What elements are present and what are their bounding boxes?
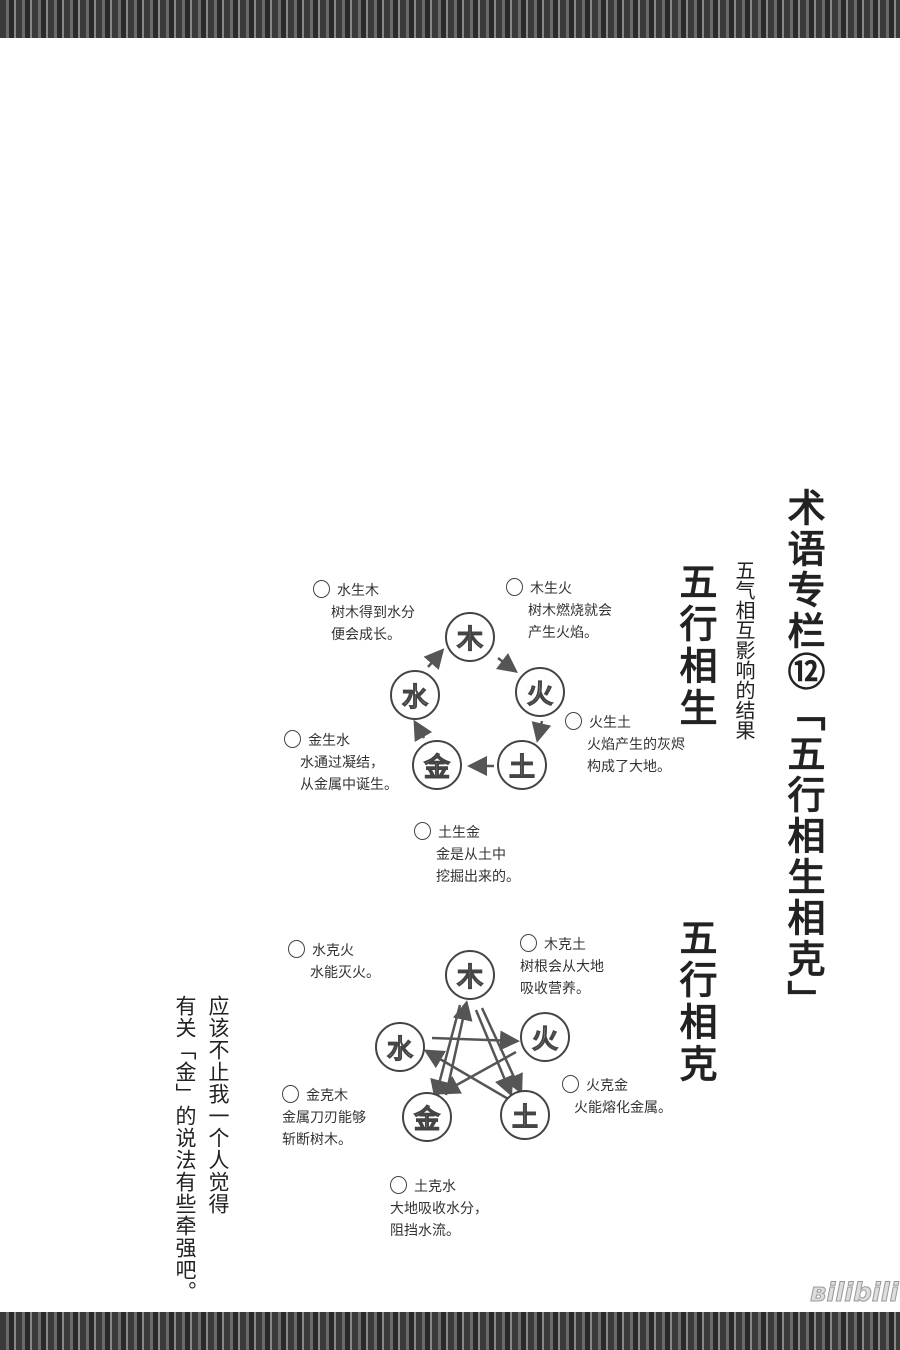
bottom-border	[0, 1312, 900, 1350]
sheng-wood: 木	[445, 612, 495, 662]
ke-note-fire-metal: 火克金火能熔化金属。	[562, 1075, 672, 1119]
ke-earth: 土	[500, 1090, 550, 1140]
arrow-water-fire	[431, 1030, 520, 1051]
sheng-metal: 金	[412, 740, 462, 790]
column-subtitle: 五气相互影响的结果	[732, 560, 756, 740]
ke-wood: 木	[445, 950, 495, 1000]
arrow-wood-fire	[496, 653, 518, 673]
sheng-water: 水	[390, 670, 440, 720]
top-border	[0, 0, 900, 38]
bilibili-logo: ʙilibili	[810, 1278, 900, 1309]
sheng-note-earth-metal: 土生金金是从土中挖掘出来的。	[414, 822, 520, 888]
sheng-note-wood-fire: 木生火树木燃烧就会产生火焰。	[506, 578, 612, 644]
sheng-fire: 火	[515, 667, 565, 717]
ke-note-wood-earth: 木克土树根会从大地吸收营养。	[520, 934, 604, 1000]
ke-water: 水	[375, 1022, 425, 1072]
ke-metal: 金	[402, 1092, 452, 1142]
arrow-earth-water	[423, 1049, 511, 1102]
sheng-note-fire-earth: 火生土火焰产生的灰烬构成了大地。	[565, 712, 685, 778]
ke-note-metal-wood: 金克木金属刀刃能够斩断树木。	[282, 1085, 366, 1151]
ke-note-water-fire: 水克火水能灭火。	[288, 940, 380, 984]
arrow-wood-earth	[474, 1009, 514, 1097]
sheng-earth: 土	[497, 740, 547, 790]
arrow-fire-earth	[531, 720, 552, 743]
ke-note-earth-water: 土克水大地吸收水分，阻挡水流。	[390, 1176, 488, 1242]
ke-fire: 火	[520, 1012, 570, 1062]
column-title: 术语专栏⑫「五行相生相克」	[781, 488, 826, 1021]
sheng-note-water-wood: 水生木树木得到水分便会成长。	[313, 580, 415, 646]
ke-heading: 五行相克	[673, 918, 717, 1086]
arrow-fire-metal	[439, 1050, 517, 1095]
arrow-water-wood	[423, 648, 445, 670]
sheng-heading: 五行相生	[673, 562, 717, 730]
side-note-2: 有关「金」的说法有些牵强吧。	[173, 995, 197, 1303]
side-note-1: 应该不止我一个人觉得	[206, 995, 230, 1215]
sheng-note-metal-water: 金生水水通过凝结，从金属中诞生。	[284, 730, 398, 796]
arrow-metal-water	[413, 719, 433, 742]
